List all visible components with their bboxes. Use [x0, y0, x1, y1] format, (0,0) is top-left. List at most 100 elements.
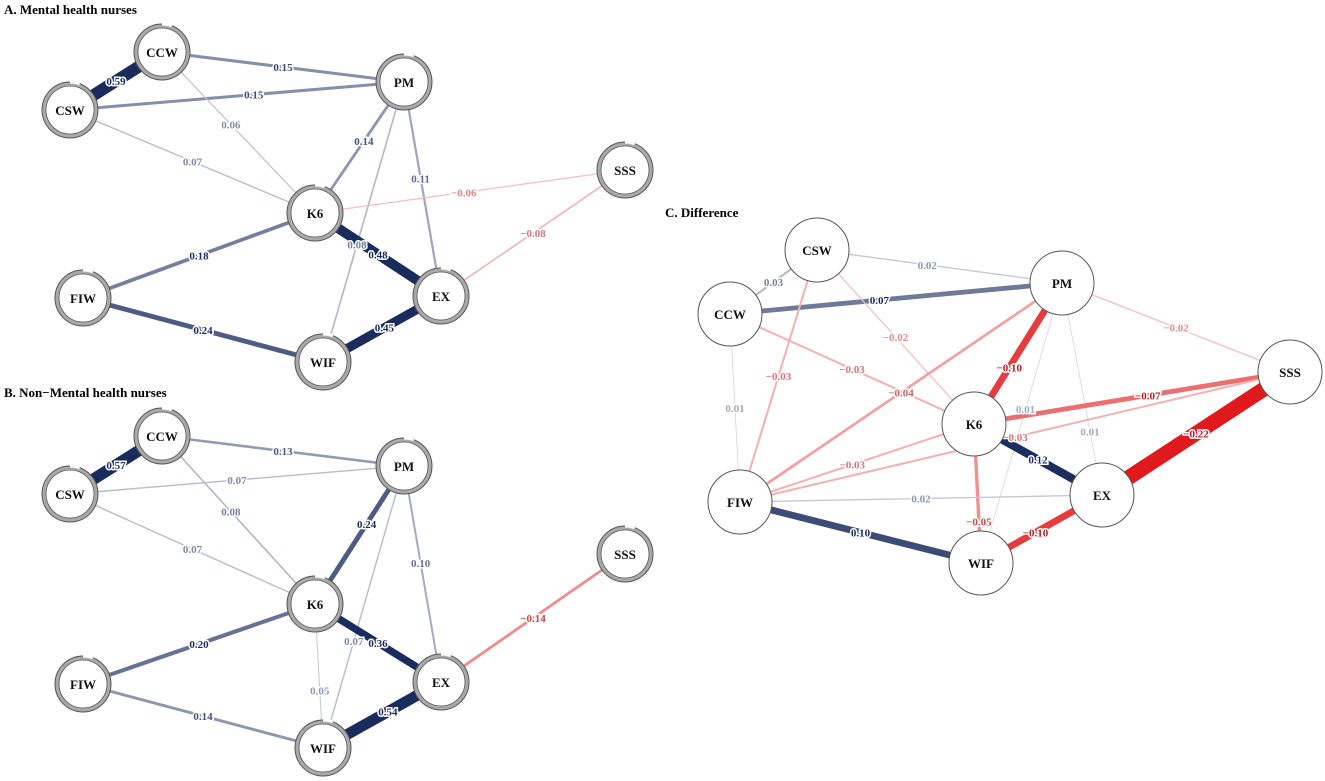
- node-c-ex: EX: [1069, 462, 1135, 528]
- node-c-fiw: FIW: [707, 469, 773, 535]
- node-b-ccw: CCW: [133, 406, 191, 465]
- edge-label-a-k6-sss: −0.06: [451, 187, 477, 199]
- node-b-wif: WIF: [294, 718, 352, 777]
- edge-label-a-fiw-wif: 0.24: [193, 325, 213, 337]
- edge-label-b-k6-wif: 0.05: [310, 685, 330, 697]
- edge-label-b-pm-k6: 0.24: [357, 519, 377, 531]
- node-ring-gap: [624, 524, 636, 530]
- edge-label-b-k6-ex: 0.36: [368, 638, 388, 650]
- edge-label-c-ccw-k6: −0.03: [839, 364, 865, 376]
- node-ring-gap: [322, 332, 334, 338]
- node-a-pm: PM: [375, 52, 433, 111]
- edge-label-c-csw-fiw: −0.03: [766, 371, 792, 383]
- node-c-pm: PM: [1029, 250, 1095, 316]
- node-b-csw: CSW: [41, 464, 99, 523]
- node-ring-gap: [161, 22, 173, 28]
- edge-label-b-csw-pm: 0.07: [227, 475, 247, 487]
- node-c-sss: SSS: [1257, 339, 1323, 405]
- edge-label-b-wif-ex: 0.54: [378, 707, 398, 719]
- edge-label-a-wif-ex: 0.45: [375, 323, 395, 335]
- edge-label-c-ccw-pm: 0.07: [870, 295, 890, 307]
- edge-label-b-ccw-k6: 0.08: [221, 507, 241, 519]
- node-ring-gap: [69, 464, 81, 470]
- node-body: [298, 723, 348, 773]
- node-label: K6: [307, 206, 324, 221]
- edge-label-b-csw-k6: 0.07: [183, 544, 203, 556]
- edge-b-csw-pm: [69, 465, 405, 495]
- node-ring-gap: [403, 52, 415, 58]
- node-ring-gap: [161, 406, 173, 412]
- edge-a-csw-k6: [69, 109, 316, 214]
- node-body: [45, 85, 95, 135]
- node-label: CSW: [55, 103, 85, 118]
- node-a-ccw: CCW: [133, 22, 191, 81]
- node-body: [784, 217, 850, 283]
- edge-label-c-pm-k6: −0.10: [996, 363, 1022, 375]
- edge-b-pm-wif: [322, 465, 405, 749]
- edge-b-csw-k6: [69, 493, 316, 605]
- edge-label-a-pm-ex: 0.11: [411, 173, 430, 185]
- node-body: [1029, 250, 1095, 316]
- edge-label-c-k6-sss: −0.07: [1135, 390, 1161, 402]
- node-body: [948, 530, 1014, 596]
- node-ring-gap: [69, 80, 81, 86]
- node-a-wif: WIF: [294, 332, 352, 391]
- node-b-ex: EX: [412, 652, 470, 711]
- node-b-pm: PM: [375, 436, 433, 495]
- node-label: SSS: [1279, 365, 1301, 380]
- node-body: [137, 27, 187, 77]
- edge-b-fiw-wif: [82, 682, 324, 750]
- edge-label-c-csw-k6: −0.02: [883, 332, 909, 344]
- edge-label-b-ccw-pm: 0.13: [273, 446, 293, 458]
- node-ring-gap: [322, 718, 334, 724]
- node-b-sss: SSS: [596, 524, 654, 583]
- edge-a-fiw-k6: [82, 211, 316, 300]
- node-label: EX: [432, 675, 451, 690]
- edge-label-c-fiw-wif: 0.10: [851, 528, 871, 540]
- node-label: FIW: [70, 677, 96, 692]
- edge-label-a-k6-ex: 0.48: [368, 250, 388, 262]
- edge-c-k6-fiw: [739, 423, 975, 503]
- edge-b-ccw-k6: [161, 435, 316, 605]
- node-label: EX: [1093, 488, 1112, 503]
- node-c-csw: CSW: [784, 217, 850, 283]
- node-b-k6: K6: [286, 574, 344, 633]
- node-a-fiw: FIW: [54, 268, 112, 327]
- node-body: [600, 145, 650, 195]
- node-ring-gap: [314, 183, 326, 189]
- edge-a-ccw-k6: [161, 51, 316, 214]
- node-label: CSW: [55, 487, 85, 502]
- edge-label-a-ccw-pm: 0.15: [273, 62, 293, 74]
- edge-label-a-csw-pm: 0.15: [244, 90, 264, 102]
- node-body: [416, 657, 466, 707]
- edge-label-c-k6-wif: −0.05: [966, 516, 992, 528]
- node-label: CCW: [146, 429, 178, 444]
- edge-a-pm-ex: [402, 81, 443, 297]
- edge-c-csw-fiw: [739, 249, 818, 503]
- edge-a-ex-sss: [440, 169, 626, 297]
- node-body: [697, 281, 763, 347]
- node-body: [58, 659, 108, 709]
- edge-label-b-ccw-csw: 0.57: [106, 460, 126, 472]
- edge-label-a-ccw-csw: 0.59: [106, 76, 126, 88]
- edge-label-b-pm-wif: 0.07: [344, 636, 364, 648]
- edge-b-ccw-pm: [161, 434, 405, 468]
- node-a-sss: SSS: [596, 140, 654, 199]
- edge-label-c-ex-sss: −0.22: [1183, 429, 1209, 441]
- panel-b-title: B. Non−Mental health nurses: [4, 385, 167, 400]
- edge-label-c-fiw-ex: 0.02: [911, 494, 931, 506]
- edge-b-ex-sss: [440, 552, 626, 684]
- node-label: WIF: [310, 741, 336, 756]
- node-label: WIF: [310, 355, 336, 370]
- edge-label-c-k6-fiw: −0.03: [840, 460, 866, 472]
- node-label: CCW: [714, 307, 746, 322]
- edge-label-a-ex-sss: −0.08: [520, 228, 546, 240]
- edge-label-a-ccw-k6: 0.06: [221, 119, 241, 131]
- edge-c-pm-sss: [1061, 282, 1291, 373]
- edge-a-ccw-pm: [161, 50, 405, 84]
- node-label: FIW: [70, 291, 96, 306]
- panel-a-title: A. Mental health nurses: [4, 2, 137, 17]
- edge-c-fiw-wif: [739, 498, 982, 567]
- edge-c-fiw-sss: [739, 371, 1291, 503]
